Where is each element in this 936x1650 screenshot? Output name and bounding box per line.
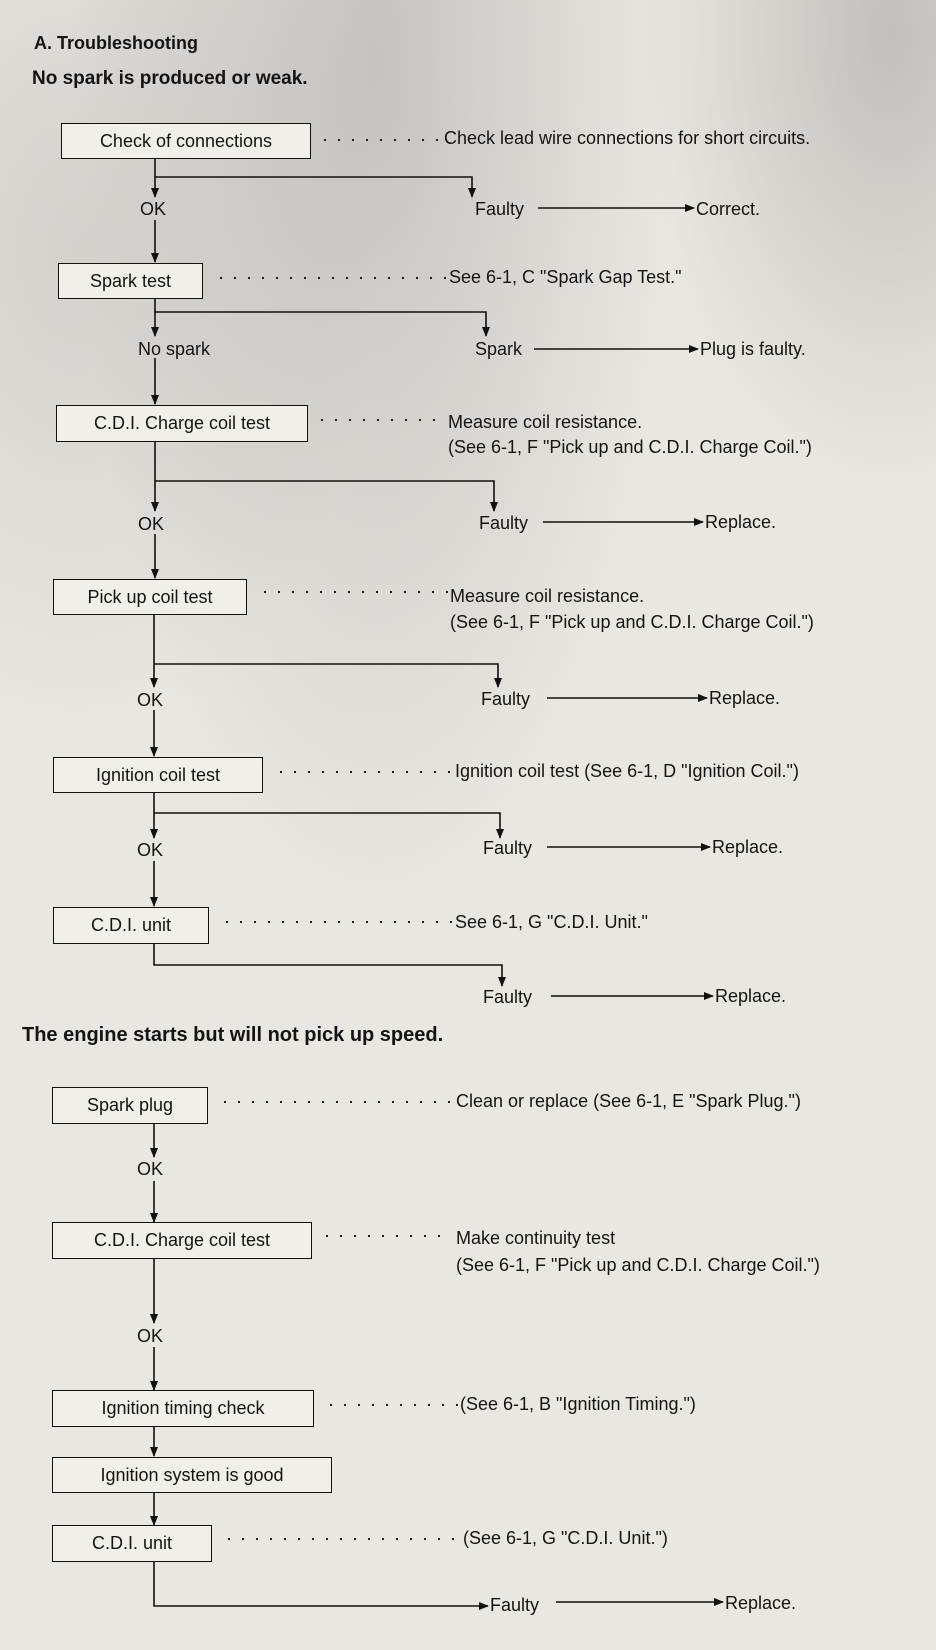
spark-test-note: See 6-1, C "Spark Gap Test." bbox=[449, 267, 682, 287]
ignition-coil-note: Ignition coil test (See 6-1, D "Ignition… bbox=[455, 761, 799, 781]
charge-coil-note-2: (See 6-1, F "Pick up and C.D.I. Charge C… bbox=[448, 437, 812, 457]
spark-plug-note: Clean or replace (See 6-1, E "Spark Plug… bbox=[456, 1091, 801, 1111]
charge-coil-branch: Faulty bbox=[479, 513, 529, 533]
charge-coil-test-2-box: C.D.I. Charge coil test bbox=[52, 1222, 312, 1259]
spark-test-label: Spark test bbox=[89, 271, 172, 291]
pickup-coil-test-box: Pick up coil test bbox=[53, 579, 247, 615]
cdi-unit-2-label: C.D.I. unit bbox=[91, 1533, 173, 1553]
pickup-coil-note-2: (See 6-1, F "Pick up and C.D.I. Charge C… bbox=[450, 612, 814, 632]
charge-coil-test-label: C.D.I. Charge coil test bbox=[93, 413, 271, 433]
leader-dots-7 bbox=[218, 1100, 452, 1104]
branch-arrow-3 bbox=[155, 480, 498, 512]
cdi-unit-action: Replace. bbox=[715, 986, 787, 1006]
spark-plug-ok: OK bbox=[137, 1159, 164, 1179]
ignition-timing-note: (See 6-1, B "Ignition Timing.") bbox=[460, 1394, 696, 1414]
pickup-coil-ok: OK bbox=[137, 690, 164, 710]
branch-arrow-1 bbox=[155, 176, 476, 198]
charge-coil-ok: OK bbox=[138, 514, 165, 534]
leader-dots-2 bbox=[214, 276, 446, 280]
subtitle-no-spark: No spark is produced or weak. bbox=[32, 68, 308, 89]
leader-dots-4 bbox=[258, 590, 448, 594]
spark-test-action: Plug is faulty. bbox=[700, 339, 806, 359]
check-connections-ok: OK bbox=[140, 199, 167, 219]
spark-plug-box: Spark plug bbox=[52, 1087, 208, 1124]
charge-coil-2-note-2: (See 6-1, F "Pick up and C.D.I. Charge C… bbox=[456, 1255, 820, 1275]
section-title: A. Troubleshooting bbox=[34, 33, 198, 53]
spark-plug-label: Spark plug bbox=[86, 1095, 174, 1115]
charge-coil-2-note-1: Make continuity test bbox=[456, 1228, 616, 1248]
leader-dots-3 bbox=[315, 418, 445, 422]
spark-test-branch: Spark bbox=[475, 339, 523, 359]
charge-coil-action: Replace. bbox=[705, 512, 777, 532]
leader-dots-8 bbox=[320, 1234, 452, 1238]
spark-test-ok: No spark bbox=[138, 339, 211, 359]
cdi-unit-2-note: (See 6-1, G "C.D.I. Unit.") bbox=[463, 1528, 668, 1548]
check-connections-box: Check of connections bbox=[61, 123, 311, 159]
leader-dots-9 bbox=[324, 1403, 458, 1407]
check-connections-branch: Faulty bbox=[475, 199, 525, 219]
cdi-unit-label: C.D.I. unit bbox=[90, 915, 172, 935]
charge-coil-test-2-label: C.D.I. Charge coil test bbox=[93, 1230, 271, 1250]
leader-dots-6 bbox=[220, 920, 452, 924]
cdi-unit-branch: Faulty bbox=[483, 987, 533, 1007]
cdi-unit-2-box: C.D.I. unit bbox=[52, 1525, 212, 1562]
ignition-coil-test-box: Ignition coil test bbox=[53, 757, 263, 793]
charge-coil-note-1: Measure coil resistance. bbox=[448, 412, 643, 432]
ignition-timing-label: Ignition timing check bbox=[101, 1398, 265, 1418]
cdi-unit-box: C.D.I. unit bbox=[53, 907, 209, 944]
pickup-coil-branch: Faulty bbox=[481, 689, 531, 709]
ignition-system-good-box: Ignition system is good bbox=[52, 1457, 332, 1493]
ignition-coil-ok: OK bbox=[137, 840, 164, 860]
ignition-coil-branch: Faulty bbox=[483, 838, 533, 858]
charge-coil-2-ok: OK bbox=[137, 1326, 164, 1346]
check-connections-label: Check of connections bbox=[99, 131, 273, 151]
leader-dots-10 bbox=[222, 1537, 460, 1541]
cdi-unit-2-branch: Faulty bbox=[490, 1595, 540, 1615]
charge-coil-test-box: C.D.I. Charge coil test bbox=[56, 405, 308, 442]
pickup-coil-test-label: Pick up coil test bbox=[87, 587, 213, 607]
check-connections-action: Correct. bbox=[696, 199, 761, 219]
ignition-timing-box: Ignition timing check bbox=[52, 1390, 314, 1427]
cdi-unit-2-action: Replace. bbox=[725, 1593, 797, 1613]
ignition-coil-action: Replace. bbox=[712, 837, 784, 857]
cdi-unit-note: See 6-1, G "C.D.I. Unit." bbox=[455, 912, 648, 932]
branch-arrow-6 bbox=[153, 943, 506, 987]
leader-dots-1 bbox=[318, 138, 442, 142]
ignition-coil-test-label: Ignition coil test bbox=[95, 765, 221, 785]
branch-arrow-5 bbox=[154, 812, 504, 839]
pickup-coil-note-1: Measure coil resistance. bbox=[450, 586, 645, 606]
pickup-coil-action: Replace. bbox=[709, 688, 781, 708]
branch-arrow-4 bbox=[154, 663, 502, 688]
branch-arrow-9 bbox=[153, 1561, 489, 1610]
subtitle-no-speed: The engine starts but will not pick up s… bbox=[22, 1024, 444, 1046]
ignition-system-good-label: Ignition system is good bbox=[100, 1465, 284, 1485]
check-connections-note: Check lead wire connections for short ci… bbox=[444, 128, 811, 148]
spark-test-box: Spark test bbox=[58, 263, 203, 299]
leader-dots-5 bbox=[274, 770, 452, 774]
branch-arrow-2 bbox=[155, 311, 490, 337]
